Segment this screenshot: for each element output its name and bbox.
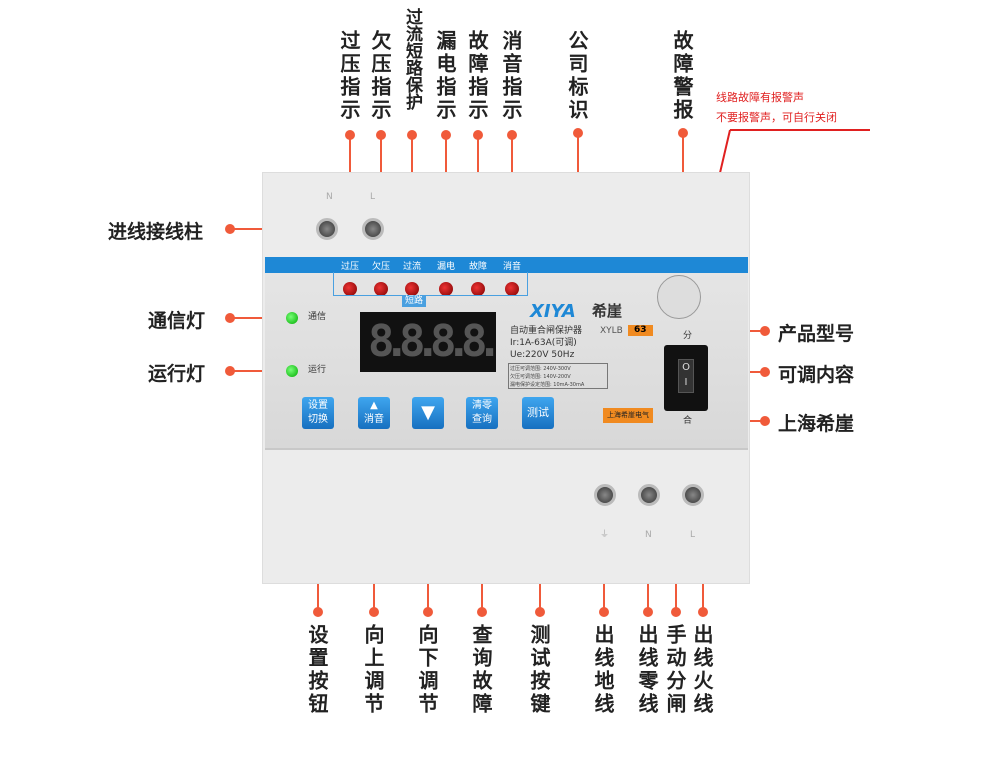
- output-terminal-n: [638, 484, 660, 506]
- indicator-label: 消音: [502, 262, 521, 272]
- input-terminal-n: [316, 218, 338, 240]
- brand-logo: XIYA: [530, 301, 576, 322]
- label-overcurrent-protection: 过流短路保护: [402, 8, 422, 110]
- label-run-light: 运行灯: [148, 363, 206, 385]
- run-led-label: 运行: [308, 365, 327, 375]
- comm-led-label: 通信: [308, 312, 327, 322]
- label-leakage-indicator: 漏电指示: [433, 30, 457, 122]
- terminal-label: ⏚: [600, 530, 610, 540]
- label-comm-light: 通信灯: [148, 310, 206, 332]
- label-query-fault: 查询故障: [469, 624, 493, 716]
- down-button[interactable]: ▼: [412, 397, 444, 429]
- label-adjust-up: 向上调节: [361, 624, 385, 716]
- label-shanghai-xiya: 上海希崖: [778, 413, 855, 435]
- comm-led: [286, 312, 298, 324]
- terminal-label: N: [326, 192, 333, 202]
- label-output-neutral: 出线零线: [635, 624, 659, 716]
- label-manual-trip: 手动分闸: [663, 624, 687, 716]
- settings-button[interactable]: 设置 切换: [302, 397, 334, 429]
- shanghai-xiya-sticker: 上海希崖电气: [603, 408, 653, 423]
- indicator-label: 欠压: [371, 262, 390, 272]
- label-undervoltage-indicator: 欠压指示: [368, 30, 392, 122]
- label-test-button: 测试按键: [527, 624, 551, 716]
- output-terminal-l: [682, 484, 704, 506]
- model-prefix: XYLB: [600, 326, 623, 336]
- label-company-logo: 公司标识: [565, 30, 589, 122]
- indicator-label: 过压: [340, 262, 359, 272]
- run-led: [286, 365, 298, 377]
- overvoltage-led: [343, 282, 357, 296]
- label-fault-indicator: 故障指示: [465, 30, 489, 122]
- indicator-band: [265, 257, 748, 273]
- alarm-note-line: 不要报警声，可自行关闭: [716, 111, 837, 124]
- buzzer: [657, 275, 701, 319]
- label-overvoltage-indicator: 过压指示: [337, 30, 361, 122]
- indicator-label: 漏电: [436, 262, 455, 272]
- test-button[interactable]: 测试: [522, 397, 554, 429]
- undervoltage-led: [374, 282, 388, 296]
- alarm-note-line: 线路故障有报警声: [716, 91, 804, 104]
- terminal-label: L: [370, 192, 376, 202]
- model-badge: 63: [628, 325, 653, 336]
- label-product-model: 产品型号: [778, 323, 855, 345]
- switch-label-off: 合: [683, 416, 693, 426]
- voltage-rating: Ue:220V 50Hz: [510, 350, 575, 360]
- short-circuit-tag: 短路: [402, 296, 427, 307]
- product-name: 自动重合闸保护器: [510, 326, 583, 336]
- spec-undervoltage: 欠压可调范围: 140V-200V: [510, 374, 571, 380]
- label-output-ground: 出线地线: [591, 624, 615, 716]
- spec-box: 过压可调范围: 240V-300V 欠压可调范围: 140V-200V 漏电保护…: [508, 363, 608, 389]
- label-input-terminal: 进线接线柱: [108, 221, 204, 243]
- brand-logo-cn: 希崖: [592, 302, 623, 320]
- indicator-label: 故障: [468, 262, 487, 272]
- indicator-label: 过流: [402, 262, 421, 272]
- overcurrent-led: [405, 282, 419, 296]
- switch-label-on: 分: [683, 331, 693, 341]
- up-mute-button[interactable]: ▲ 消音: [358, 397, 390, 429]
- clear-query-button[interactable]: 清零 查询: [466, 397, 498, 429]
- spec-overvoltage: 过压可调范围: 240V-300V: [510, 366, 571, 372]
- seven-segment-display: 8.8.8.8.: [360, 312, 503, 372]
- label-adjustable-content: 可调内容: [778, 364, 855, 386]
- indicator-group-frame: [333, 272, 528, 296]
- output-terminal-ground: [594, 484, 616, 506]
- terminal-label: N: [645, 530, 652, 540]
- label-mute-indicator: 消音指示: [499, 30, 523, 122]
- alarm-note: 线路故障有报警声 不要报警声，可自行关闭: [716, 88, 837, 128]
- label-output-live: 出线火线: [690, 624, 714, 716]
- fault-led: [471, 282, 485, 296]
- label-settings-button: 设置按钮: [305, 624, 329, 716]
- label-adjust-down: 向下调节: [415, 624, 439, 716]
- leakage-led: [439, 282, 453, 296]
- input-terminal-l: [362, 218, 384, 240]
- current-rating: Ir:1A-63A(可调): [510, 338, 577, 348]
- label-fault-alarm: 故障警报: [670, 30, 694, 122]
- mute-led: [505, 282, 519, 296]
- spec-leakage: 漏电保护设定范围: 10mA-30mA: [510, 382, 585, 388]
- terminal-label: L: [690, 530, 696, 540]
